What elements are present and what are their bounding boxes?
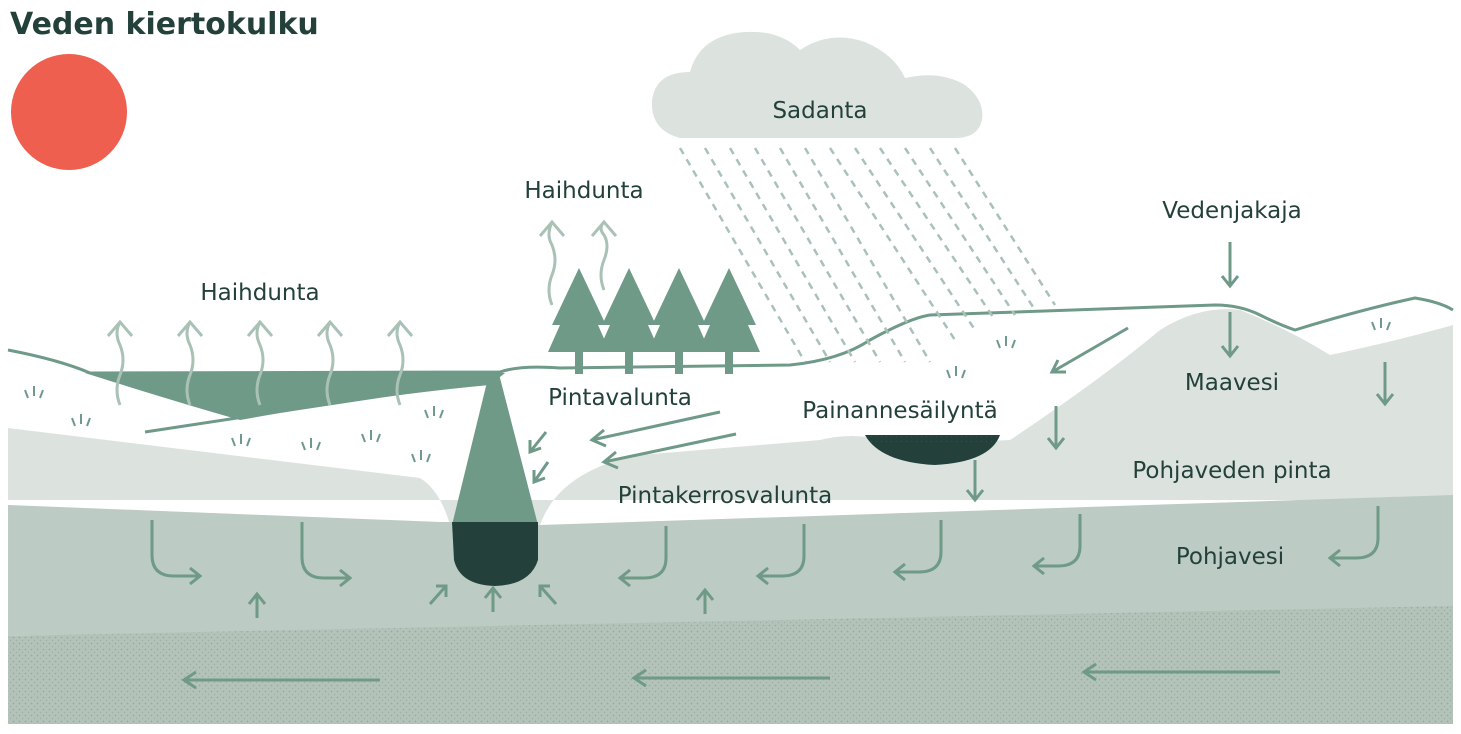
cloud-icon	[651, 31, 983, 138]
label-groundwater: Pohjavesi	[1176, 544, 1284, 570]
label-depression-storage: Painannesäilyntä	[802, 398, 997, 424]
tree-icon	[548, 268, 610, 374]
ground-layers	[8, 309, 1453, 724]
tree-icon	[648, 268, 710, 374]
rain	[678, 147, 1057, 363]
arrow-icon	[483, 585, 503, 612]
label-surface-runoff: Pintavalunta	[548, 385, 692, 411]
arrow-icon	[1220, 312, 1240, 359]
wavy-up-arrow-icon	[316, 319, 344, 406]
curved-arrow-icon	[150, 520, 203, 586]
pond-texture	[865, 435, 1000, 442]
arrow-icon	[528, 431, 548, 455]
label-water-table: Pohjaveden pinta	[1132, 458, 1331, 484]
arrow-icon	[538, 584, 558, 605]
arrow-icon	[181, 670, 380, 690]
arrow-icon	[631, 668, 830, 688]
arrow-icon	[601, 432, 737, 470]
curved-arrow-icon	[755, 524, 806, 586]
depression-pond	[865, 435, 1000, 465]
arrow-icon	[1046, 406, 1066, 451]
arrow-icon	[589, 410, 721, 448]
lake-shore-line	[144, 376, 501, 434]
wavy-up-arrow-icon	[246, 319, 274, 406]
wavy-up-arrow-icon	[386, 319, 414, 406]
trees	[548, 268, 760, 374]
tree-icon	[598, 268, 660, 374]
arrow-icon	[1220, 242, 1240, 289]
tree-icon	[698, 268, 760, 374]
wavy-up-arrow-icon	[538, 219, 566, 306]
label-soil-water: Maavesi	[1185, 370, 1279, 396]
curved-arrow-icon	[617, 526, 668, 588]
arrow-icon	[965, 460, 985, 503]
arrow-icon	[247, 591, 267, 618]
arrow-icon	[532, 461, 550, 485]
label-precipitation: Sadanta	[772, 98, 867, 124]
grass-tufts	[24, 318, 1391, 463]
label-evaporation-lake: Haihdunta	[200, 280, 319, 306]
curved-flow-arrows	[150, 506, 1380, 588]
curved-arrow-icon	[1031, 514, 1082, 576]
groundwater-layer	[8, 495, 1453, 636]
wavy-up-arrow-icon	[176, 319, 204, 406]
arrow-icon	[695, 587, 715, 614]
curved-arrow-icon	[892, 520, 943, 582]
arrow-icon	[1049, 326, 1129, 374]
curved-arrow-icon	[1327, 506, 1380, 568]
well-water	[452, 522, 538, 586]
curved-arrow-icon	[300, 522, 353, 588]
diagram-title: Veden kiertokulku	[10, 7, 319, 42]
stream-plume	[452, 378, 538, 525]
label-evaporation-trees: Haihdunta	[524, 178, 643, 204]
lake	[85, 373, 505, 420]
label-watershed: Vedenjakaja	[1162, 198, 1301, 224]
label-subsurface-runoff: Pintakerrosvalunta	[618, 483, 833, 509]
soil-layer	[8, 309, 1453, 525]
terrain-outline	[7, 296, 1454, 375]
wavy-up-arrow-icon	[106, 319, 134, 406]
arrow-icon	[428, 584, 448, 605]
arrow-icon	[1375, 362, 1395, 407]
wavy-up-arrow-icon	[590, 219, 618, 291]
bedrock-texture	[8, 606, 1453, 724]
flow-arrows	[181, 242, 1395, 690]
arrow-icon	[1081, 662, 1280, 682]
sun-icon	[11, 54, 127, 170]
evaporation-arrows	[106, 219, 618, 406]
